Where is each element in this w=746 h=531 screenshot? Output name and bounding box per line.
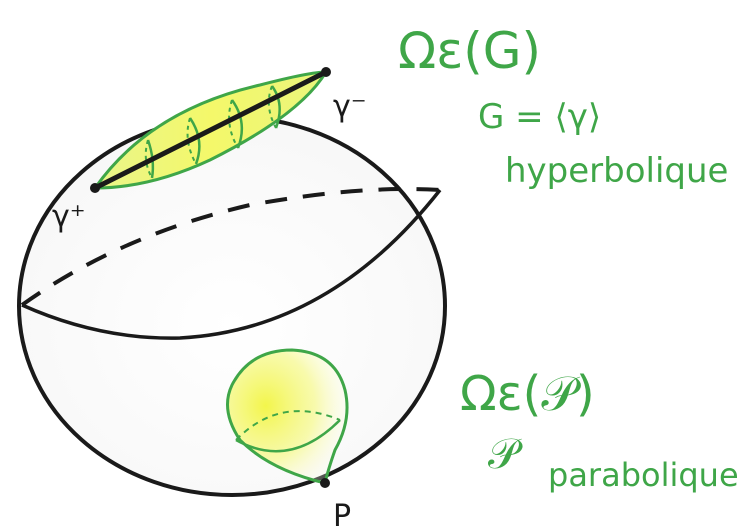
label-gamma-minus: γ⁻ (333, 89, 367, 124)
annotation-parabolic: parabolique (548, 456, 739, 494)
gamma-minus-point (321, 67, 331, 77)
annotation-omega-g: Ωε(G) (398, 22, 541, 80)
equator-back-dashed (20, 187, 441, 307)
equator-front (21, 188, 442, 340)
gamma-axis (92, 69, 329, 191)
annotation-omega-p: Ωε(𝒫) (460, 366, 595, 422)
annotation-hyperbolic: hyperbolique (505, 151, 728, 191)
gamma-plus-point (90, 183, 100, 193)
point-p (320, 478, 330, 488)
label-point-p: P (333, 499, 351, 531)
parabolic-horoball (226, 348, 349, 485)
annotation-g-definition: G = ⟨γ⟩ (478, 97, 601, 137)
sphere-outline (17, 115, 447, 497)
label-gamma-plus: γ⁺ (52, 199, 86, 234)
annotation-p-symbol: 𝒫 (488, 429, 523, 478)
